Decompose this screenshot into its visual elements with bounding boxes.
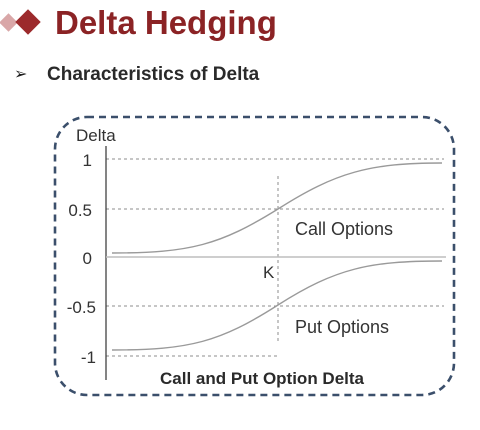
y-tick-label: -1 bbox=[81, 348, 96, 367]
put-delta-curve bbox=[111, 260, 443, 351]
section-heading: Characteristics of Delta bbox=[47, 64, 260, 85]
slide-title: Delta Hedging bbox=[55, 4, 277, 41]
gridlines bbox=[106, 158, 444, 357]
call-delta-curve bbox=[111, 162, 443, 254]
put-options-label: Put Options bbox=[295, 317, 389, 337]
slide-header: Delta Hedging bbox=[0, 0, 480, 56]
y-tick-label: -0.5 bbox=[67, 298, 96, 317]
dashed-frame bbox=[53, 115, 456, 397]
y-axis-label: Delta bbox=[76, 126, 116, 145]
call-options-label: Call Options bbox=[295, 219, 393, 239]
y-tick-label: 0.5 bbox=[68, 201, 92, 220]
strike-label: K bbox=[263, 263, 275, 282]
diagram-caption: Call and Put Option Delta bbox=[160, 369, 365, 388]
y-tick-label: 1 bbox=[83, 151, 92, 170]
arrow-bullet-icon: ➢ bbox=[14, 66, 28, 83]
y-tick-label: 0 bbox=[83, 249, 92, 268]
